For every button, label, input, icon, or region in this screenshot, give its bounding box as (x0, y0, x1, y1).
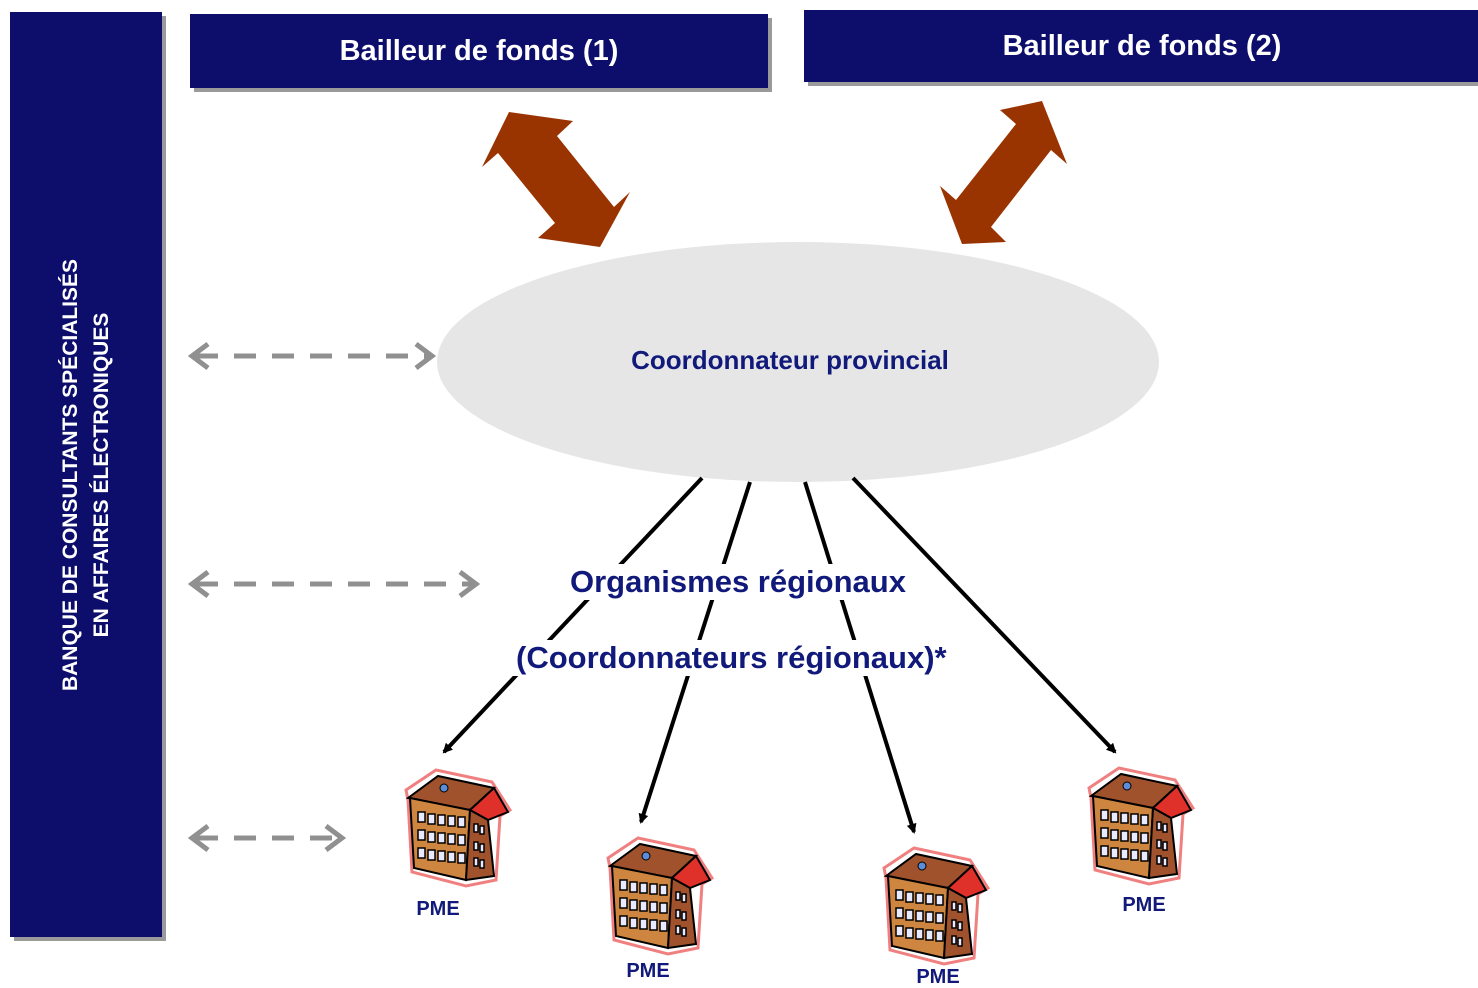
funder-1-label: Bailleur de fonds (1) (339, 34, 619, 67)
consultant-bank-line2: EN AFFAIRES ÉLECTRONIQUES (90, 312, 113, 637)
pme-label-3: PME (916, 966, 960, 988)
consultant-bank-label: BANQUE DE CONSULTANTS SPÉCIALISÉS EN AFF… (55, 258, 117, 690)
funder-2-label: Bailleur de fonds (2) (1002, 29, 1282, 62)
arrow-to-pme-1 (442, 476, 704, 754)
building-icon (404, 768, 513, 888)
regional-coordinators-label: (Coordonnateurs régionaux)* (512, 640, 951, 676)
consultant-bank-line1: BANQUE DE CONSULTANTS SPÉCIALISÉS (59, 258, 82, 691)
dashed-arrow-regional (187, 570, 481, 598)
funder-1-box: Bailleur de fonds (1) (190, 14, 768, 88)
provincial-coordinator-label: Coordonnateur provincial (631, 345, 949, 375)
pme-label-4: PME (1122, 894, 1166, 916)
funder-2-double-arrow (940, 101, 1067, 244)
dashed-arrow-pme (187, 824, 347, 852)
building-icon (882, 846, 990, 966)
consultant-bank-sidebar: BANQUE DE CONSULTANTS SPÉCIALISÉS EN AFF… (10, 12, 162, 937)
building-icon (606, 836, 714, 956)
dashed-arrow-provincial (187, 342, 437, 370)
pme-label-1: PME (416, 898, 460, 920)
arrow-to-pme-4 (851, 476, 1117, 754)
funder-1-double-arrow (482, 112, 630, 247)
provincial-ellipse (437, 242, 1159, 482)
pme-label-2: PME (626, 960, 670, 982)
regional-organisms-label: Organismes régionaux (566, 564, 910, 600)
building-icon (1087, 766, 1195, 886)
funder-2-box: Bailleur de fonds (2) (804, 10, 1478, 82)
